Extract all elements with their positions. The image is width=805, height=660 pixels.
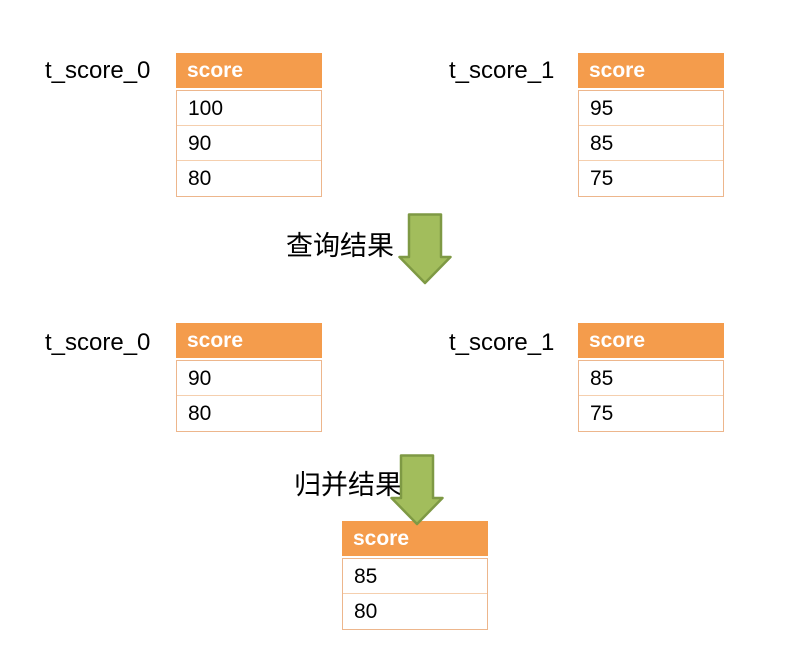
table-cell: 80 — [188, 402, 212, 425]
table-body: 95 85 75 — [578, 90, 724, 197]
table-label-t-score-0-after: t_score_0 — [45, 329, 151, 356]
table-header: score — [578, 323, 724, 358]
down-arrow-icon — [390, 454, 444, 526]
down-arrow-icon — [398, 213, 452, 285]
table-cell: 100 — [177, 91, 321, 126]
table-label-t-score-1-before: t_score_1 — [449, 57, 555, 84]
table-cell: 80 — [354, 600, 378, 623]
table-body: 100 90 80 — [176, 90, 322, 197]
table-cell: 90 — [177, 361, 321, 396]
table-cell: 85 — [579, 126, 723, 161]
table-t-score-0-before: score 100 90 80 — [176, 53, 322, 197]
table-cell: 85 — [579, 361, 723, 396]
table-header: score — [176, 53, 322, 88]
table-label-t-score-1-after: t_score_1 — [449, 329, 555, 356]
table-cell: 95 — [579, 91, 723, 126]
table-body: 85 75 — [578, 360, 724, 432]
table-t-score-0-after: score 90 80 — [176, 323, 322, 432]
table-cell: 90 — [177, 126, 321, 161]
table-cell: 80 — [188, 167, 212, 190]
table-cell: 75 — [590, 167, 614, 190]
table-merged-result: score 85 80 — [342, 521, 488, 630]
table-body: 85 80 — [342, 558, 488, 630]
table-label-t-score-0-before: t_score_0 — [45, 57, 151, 84]
table-header: score — [578, 53, 724, 88]
table-t-score-1-before: score 95 85 75 — [578, 53, 724, 197]
table-header: score — [342, 521, 488, 556]
table-body: 90 80 — [176, 360, 322, 432]
table-cell: 75 — [590, 402, 614, 425]
table-cell: 85 — [343, 559, 487, 594]
table-header: score — [176, 323, 322, 358]
table-t-score-1-after: score 85 75 — [578, 323, 724, 432]
query-result-label: 查询结果 — [286, 231, 394, 261]
merge-result-label: 归并结果 — [294, 470, 402, 500]
